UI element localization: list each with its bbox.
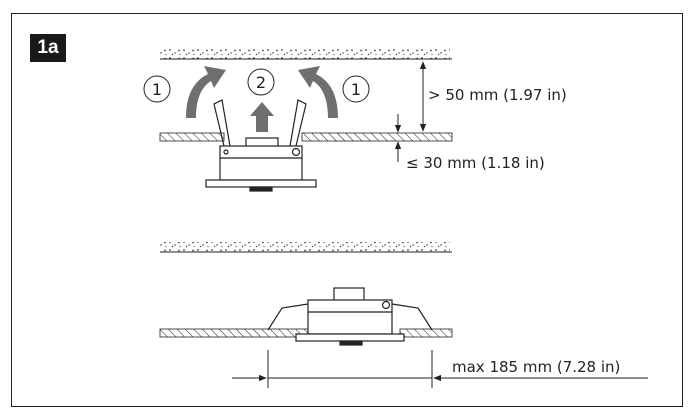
step-circle-right (342, 75, 370, 103)
dim-thickness-label: ≤ 30 mm (1.18 in) (406, 154, 545, 172)
step-circle-left (143, 75, 171, 103)
upper-ceiling-texture-top (160, 49, 450, 59)
sensor-device-top (205, 137, 317, 192)
sensor-device-bottom (295, 287, 405, 346)
arrow-left-curve (186, 66, 226, 118)
step-number-center: 2 (256, 73, 266, 92)
dim-clearance-label: > 50 mm (1.97 in) (428, 86, 567, 104)
spring-clip-left-top (213, 99, 231, 147)
ceiling-panel-right-top (301, 132, 453, 142)
arrow-up (250, 102, 274, 132)
step-number-right: 1 (351, 80, 361, 99)
arrow-right-curve (298, 66, 338, 118)
step-badge: 1a (30, 34, 66, 62)
spring-clip-right-top (289, 99, 307, 147)
ceiling-panel-right-bottom (399, 328, 453, 338)
step-circle-center (247, 68, 275, 96)
dim-diameter-label: max 185 mm (7.28 in) (452, 358, 620, 376)
spring-clip-left-bottom (267, 303, 309, 331)
ceiling-panel-left-bottom (159, 328, 309, 338)
ceiling-panel-left-top (159, 132, 225, 142)
upper-ceiling-texture-bottom (160, 242, 450, 252)
spring-clip-right-bottom (391, 303, 433, 331)
step-number-left: 1 (152, 80, 162, 99)
